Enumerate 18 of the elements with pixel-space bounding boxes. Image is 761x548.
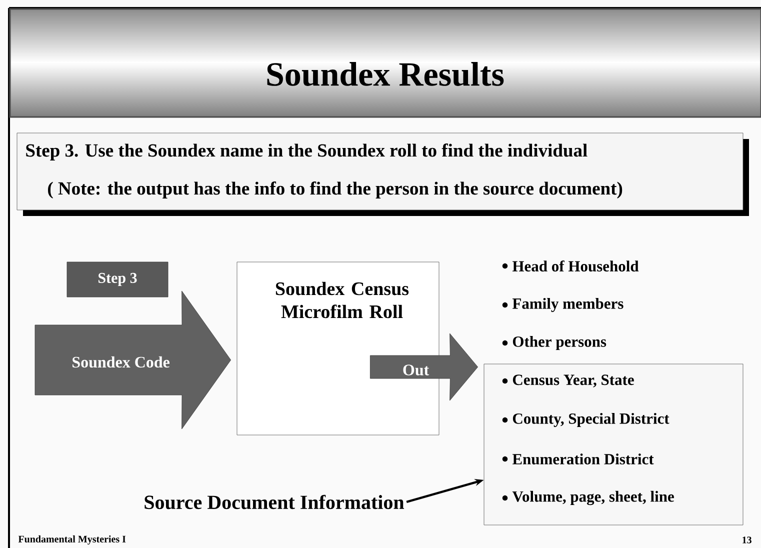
edge-label: Soundex Code bbox=[70, 355, 171, 369]
info-box bbox=[484, 364, 744, 526]
block-arrow bbox=[34, 290, 231, 430]
bullet-item: Family members bbox=[502, 298, 624, 312]
title: Soundex Results bbox=[267, 62, 504, 86]
block-arrow bbox=[370, 333, 478, 401]
note-box: Step 3. Use the Soundex name in the Soundex roll to find the individual ( Note: the output has the info to find the person in the source document) bbox=[16, 132, 749, 216]
bullet-item: Volume, page, sheet, line bbox=[502, 490, 674, 506]
bullet-item: Head of Household bbox=[502, 260, 639, 272]
bullet-item: Enumeration District bbox=[502, 454, 654, 464]
edge-label: Out bbox=[401, 364, 430, 376]
caption-text: Source Document Information bbox=[144, 494, 404, 510]
bullet-item: Census Year, State bbox=[502, 374, 634, 388]
bullet-item: County, Special District bbox=[502, 412, 670, 428]
bullet-item: Other persons bbox=[502, 336, 606, 350]
step-box: Step 3 bbox=[66, 262, 168, 298]
page-number: 13 bbox=[742, 536, 752, 544]
footer-text: Fundamental Mysteries I bbox=[18, 535, 126, 545]
